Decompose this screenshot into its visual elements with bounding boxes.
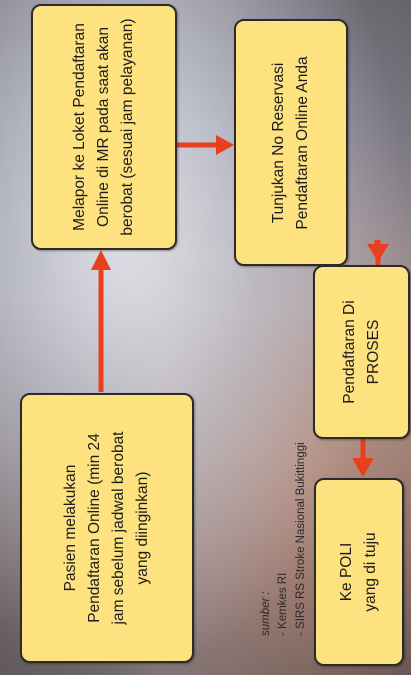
source-note: sumber : - Kemkes RI - SIRS RS Stroke Na… xyxy=(258,442,310,636)
arrow-step4-to-step5 xyxy=(352,438,374,477)
step5-box: Ke POLI yang di tuju xyxy=(314,478,404,666)
step5-line-2: yang di tuju xyxy=(362,532,379,612)
step4-line-2: PROSES xyxy=(364,319,382,385)
step5-text: Ke POLI yang di tuju xyxy=(335,532,383,611)
step2-line-1: Melapor ke Loket Pendaftaran xyxy=(70,23,88,231)
step3-line-2: Pendaftaran Online Anda xyxy=(294,55,311,230)
step1-line-4: yang diinginkan) xyxy=(134,471,152,585)
step3-box: Tunjukan No Reservasi Pendaftaran Online… xyxy=(234,19,348,266)
step4-box: Pendaftaran Di PROSES xyxy=(313,265,410,439)
step1-line-2: Pendaftaran Online (min 24 xyxy=(85,433,103,623)
arrow-step2-to-step3 xyxy=(176,135,234,155)
step3-text: Tunjukan No Reservasi Pendaftaran Online… xyxy=(267,56,315,229)
step4-line-1: Pendaftaran Di xyxy=(340,300,358,404)
step2-line-2: Online di MR pada saat akan xyxy=(94,27,112,227)
step4-text: Pendaftaran Di PROSES xyxy=(337,300,385,403)
step2-line-3: berobat (sesuai jam pelayanan) xyxy=(119,18,137,236)
step1-text: Pasien melakukan Pendaftaran Online (min… xyxy=(59,432,155,625)
step1-box: Pasien melakukan Pendaftaran Online (min… xyxy=(20,393,194,663)
source-heading: sumber : xyxy=(260,591,272,636)
step5-line-1: Ke POLI xyxy=(337,542,355,602)
step2-box: Melapor ke Loket Pendaftaran Online di M… xyxy=(31,4,177,250)
step2-text: Melapor ke Loket Pendaftaran Online di M… xyxy=(68,18,140,235)
source-item-1: - Kemkes RI xyxy=(277,572,290,636)
step3-line-1: Tunjukan No Reservasi xyxy=(269,62,287,223)
step1-line-3: jam sebelum jadwal berobat xyxy=(110,431,127,625)
arrow-step1-to-step2 xyxy=(91,250,111,392)
step1-line-1: Pasien melakukan xyxy=(61,464,79,592)
source-item-2: - SIRS RS Stroke Nasional Bukittinggi xyxy=(294,442,307,636)
